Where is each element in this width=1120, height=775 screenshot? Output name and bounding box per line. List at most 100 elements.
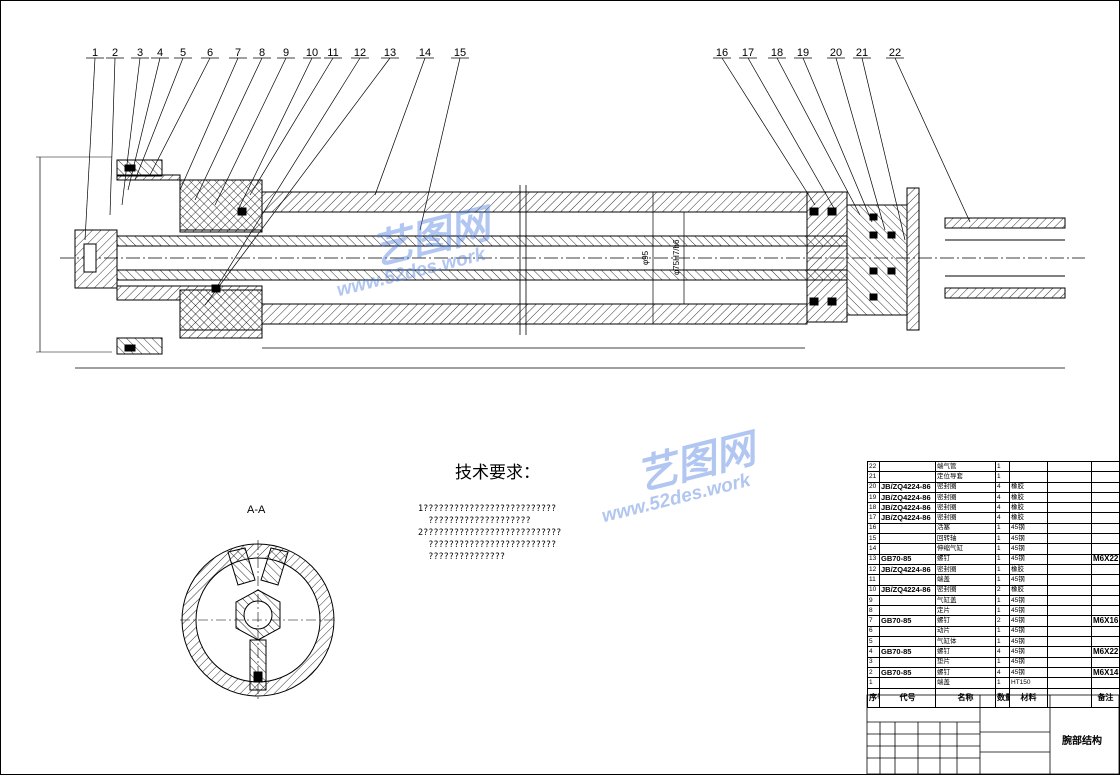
- bom-cell: 活塞: [935, 522, 996, 535]
- bom-cell: [1091, 502, 1120, 514]
- part-number-label: 17: [742, 47, 754, 59]
- bom-cell: [879, 460, 936, 473]
- bom-cell: 1: [995, 563, 1010, 576]
- leader-line: [134, 57, 184, 181]
- bom-cell: 17: [867, 512, 880, 524]
- bom-cell: 19: [867, 491, 880, 504]
- bom-cell: [1091, 677, 1120, 689]
- tech-note-line: ????????????????????: [418, 516, 531, 526]
- leader-line: [194, 57, 263, 201]
- bom-cell: [1047, 574, 1092, 586]
- bom-cell: [1047, 605, 1092, 617]
- bom-cell: [1047, 553, 1092, 565]
- bom-cell: [879, 636, 936, 648]
- bom-cell: JB/ZQ4224-86: [879, 502, 936, 514]
- bom-cell: [879, 594, 936, 607]
- bom-cell: 序号: [867, 687, 880, 708]
- bom-cell: 橡胶: [1009, 491, 1048, 504]
- bom-cell: 1: [995, 605, 1010, 617]
- title-block-grid: [866, 694, 1120, 775]
- bom-cell: 45钢: [1009, 646, 1048, 658]
- assembly-section-view: [36, 156, 1085, 369]
- part-number-label: 2: [112, 47, 118, 59]
- part-number-label: 22: [889, 47, 901, 59]
- bom-cell: 气缸盖: [935, 594, 996, 607]
- bom-cell: [1047, 677, 1092, 689]
- bom-cell: [879, 605, 936, 617]
- bom-cell: [1047, 636, 1092, 648]
- part-22-gas-pipe: [944, 217, 1066, 229]
- bom-cell: 密封圈: [935, 563, 996, 576]
- bom-cell: 名称: [935, 687, 996, 708]
- bom-cell: GB70-85: [879, 615, 936, 627]
- bom-cell: GB70-85: [879, 666, 936, 679]
- bom-cell: 端盖: [935, 677, 996, 689]
- bom-cell: M6X14: [1091, 666, 1120, 679]
- bom-cell: M6X22: [1091, 646, 1120, 658]
- bom-cell: [879, 656, 936, 668]
- bom-cell: [1091, 543, 1120, 555]
- bom-cell: 端盖: [935, 574, 996, 586]
- leader-line: [374, 57, 426, 196]
- leader-line: [419, 57, 461, 231]
- bom-cell: 45钢: [1009, 615, 1048, 627]
- bom-cell: 5: [867, 636, 880, 648]
- bom-cell: 2: [995, 615, 1010, 627]
- bom-cell: 12: [867, 563, 880, 576]
- leader-line: [109, 57, 116, 216]
- bom-cell: 端气管: [935, 460, 996, 473]
- part-number-label: 1: [92, 47, 98, 59]
- bom-cell: 45钢: [1009, 543, 1048, 555]
- leader-line: [861, 57, 906, 241]
- bom-cell: 22: [867, 460, 880, 473]
- bom-cell: 橡胶: [1009, 502, 1048, 514]
- bom-cell: 4: [867, 646, 880, 658]
- bom-cell: 1: [995, 522, 1010, 535]
- bom-cell: 定片: [935, 605, 996, 617]
- bom-cell: 4: [995, 502, 1010, 514]
- bom-cell: 4: [995, 666, 1010, 679]
- part-number-label: 13: [384, 47, 396, 59]
- bom-cell: 1: [995, 460, 1010, 473]
- part-number-label: 6: [207, 47, 213, 59]
- bom-cell: [879, 533, 936, 545]
- bom-cell: 定位导套: [935, 471, 996, 483]
- bom-cell: [1091, 522, 1120, 535]
- bom-cell: [1091, 481, 1120, 493]
- leader-line: [835, 57, 886, 231]
- bom-cell: 橡胶: [1009, 563, 1048, 576]
- bom-cell: 动片: [935, 625, 996, 638]
- part-number-label: 7: [235, 47, 241, 59]
- bom-cell: [1091, 512, 1120, 524]
- bom-cell: 1: [995, 636, 1010, 648]
- bom-cell: [1047, 481, 1092, 493]
- bom-cell: 11: [867, 574, 880, 586]
- bom-cell: 2: [867, 666, 880, 679]
- bom-cell: [1091, 563, 1120, 576]
- bom-cell: [1091, 491, 1120, 504]
- bom-cell: 橡胶: [1009, 512, 1048, 524]
- bom-cell: JB/ZQ4224-86: [879, 481, 936, 493]
- bom-cell: GB70-85: [879, 646, 936, 658]
- bom-cell: [1047, 522, 1092, 535]
- bom-cell: JB/ZQ4224-86: [879, 563, 936, 576]
- bom-cell: [879, 574, 936, 586]
- part-number-label: 11: [327, 47, 338, 59]
- bom-cell: 3: [867, 656, 880, 668]
- bom-cell: 45钢: [1009, 656, 1048, 668]
- leader-line: [237, 57, 313, 211]
- bom-cell: HT150: [1009, 677, 1048, 689]
